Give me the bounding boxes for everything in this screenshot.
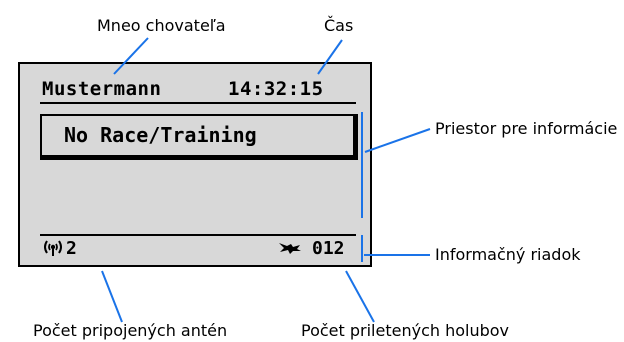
- race-status-box: No Race/Training: [40, 114, 358, 160]
- label-breeder-name: Mneo chovateľa: [97, 16, 226, 35]
- info-line-divider: [40, 234, 356, 236]
- label-info-space: Priestor pre informácie: [435, 119, 618, 138]
- antenna-count-value: 2: [66, 238, 77, 259]
- clock-text: 14:32:15: [228, 78, 324, 100]
- pigeon-icon: [279, 243, 301, 254]
- pigeon-count-value: 012: [312, 238, 345, 259]
- leader-pigeon-count: [345, 270, 375, 323]
- label-time: Čas: [324, 16, 354, 35]
- leader-time: [317, 39, 343, 75]
- leader-antenna-count: [101, 270, 123, 323]
- label-pigeon-count: Počet priletených holubov: [301, 321, 510, 340]
- leader-info-space: [364, 128, 431, 153]
- antenna-icon: [44, 240, 62, 256]
- header-divider: [40, 102, 356, 104]
- leader-breeder-name: [113, 37, 149, 75]
- label-antenna-count: Počet pripojených antén: [33, 321, 228, 340]
- breeder-name-text: Mustermann: [42, 78, 162, 100]
- lcd-display: Mustermann 14:32:15 No Race/Training 2 0…: [18, 62, 372, 267]
- label-info-line: Informačný riadok: [435, 245, 581, 264]
